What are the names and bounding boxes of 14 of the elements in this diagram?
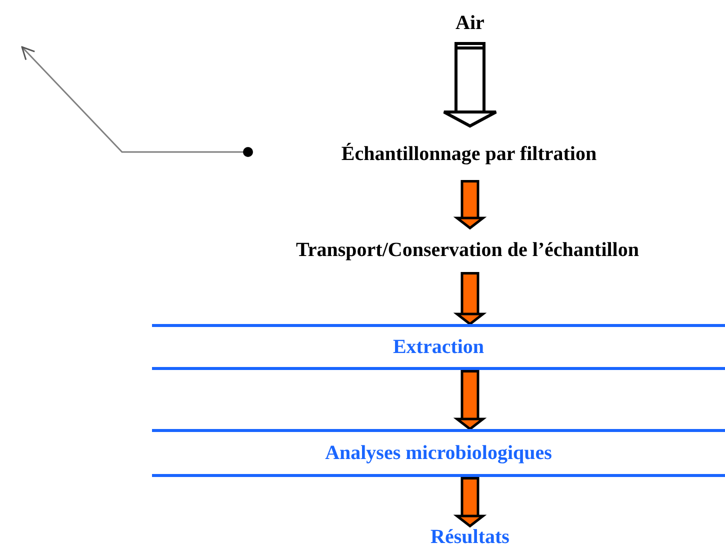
step-label: Extraction — [392, 336, 484, 358]
step-label: Résultats — [430, 526, 510, 548]
block-arrow — [456, 480, 484, 528]
step-band — [152, 324, 725, 370]
block-arrow — [456, 182, 484, 230]
leader-line — [21, 46, 253, 157]
block-arrow — [456, 274, 484, 326]
step-label: Transport/Conservation de l’échantillon — [296, 238, 639, 262]
step-label: Air — [456, 12, 484, 34]
block-arrow — [442, 45, 498, 128]
step-label: Échantillonnage par filtration — [341, 142, 597, 166]
step-band — [152, 429, 725, 477]
step-label: Analyses microbiologiques — [325, 442, 552, 464]
block-arrow — [456, 372, 484, 430]
